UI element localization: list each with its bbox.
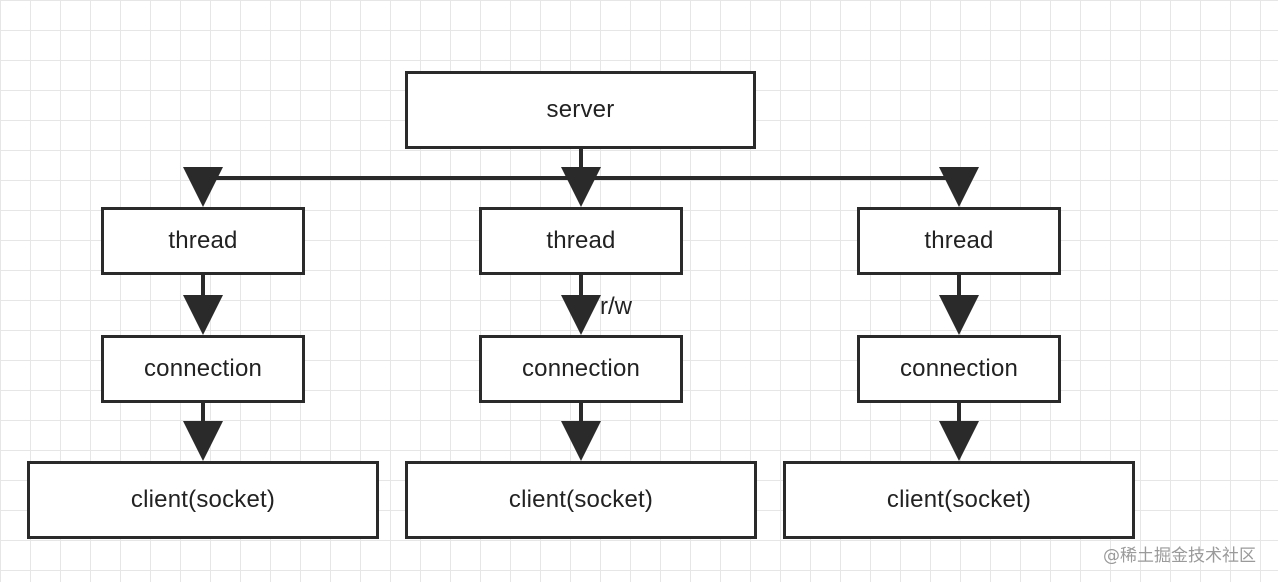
- client-label-1: client(socket): [130, 486, 276, 513]
- watermark-text: @稀土掘金技术社区: [1103, 546, 1256, 566]
- thread-node-1: thread: [101, 207, 305, 275]
- server-label: server: [546, 96, 615, 123]
- connection-node-1: connection: [101, 335, 305, 403]
- connection-label-1: connection: [143, 355, 263, 382]
- client-label-3: client(socket): [886, 486, 1032, 513]
- rw-edge-label: r/w: [600, 293, 632, 320]
- thread-label-1: thread: [168, 227, 238, 254]
- client-node-2: client(socket): [405, 461, 757, 539]
- connection-node-2: connection: [479, 335, 683, 403]
- client-label-2: client(socket): [508, 486, 654, 513]
- thread-label-2: thread: [546, 227, 616, 254]
- connection-label-3: connection: [899, 355, 1019, 382]
- client-node-3: client(socket): [783, 461, 1135, 539]
- server-node: server: [405, 71, 756, 149]
- connection-node-3: connection: [857, 335, 1061, 403]
- thread-node-3: thread: [857, 207, 1061, 275]
- client-node-1: client(socket): [27, 461, 379, 539]
- thread-node-2: thread: [479, 207, 683, 275]
- connection-label-2: connection: [521, 355, 641, 382]
- thread-label-3: thread: [924, 227, 994, 254]
